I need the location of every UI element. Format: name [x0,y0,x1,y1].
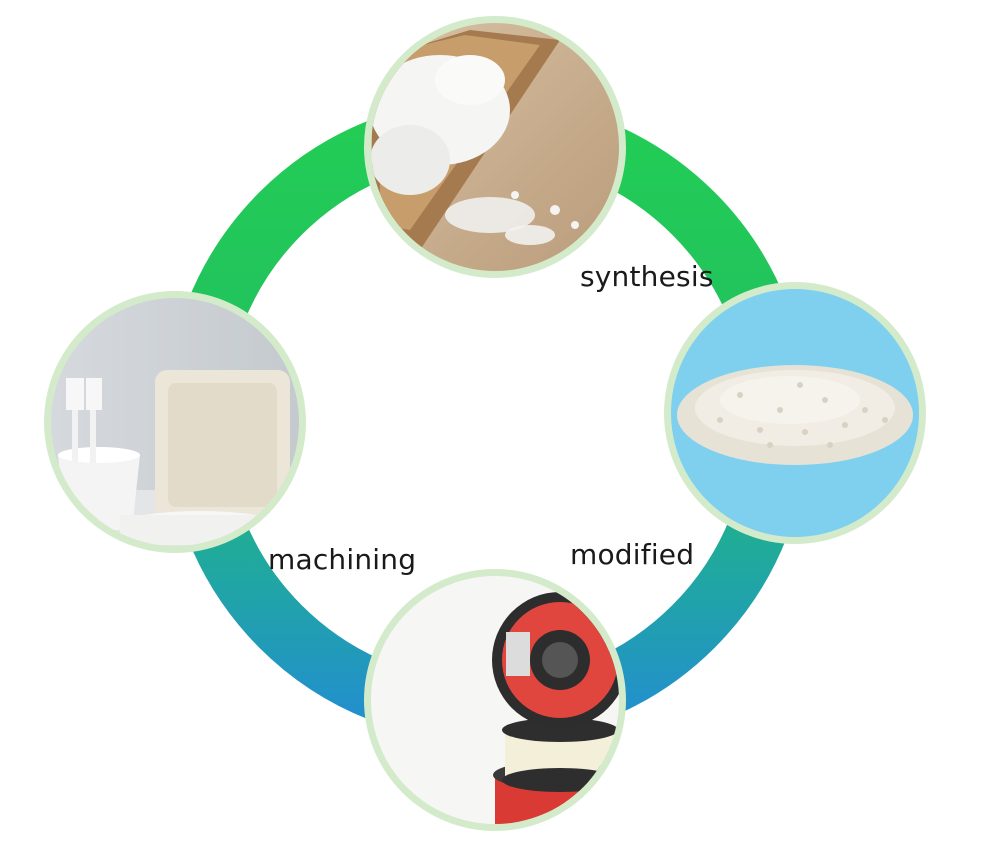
modified-label: modified [570,538,695,571]
machining-label: machining [268,543,417,576]
tableware-plates-cups-forks-icon [51,298,299,546]
products-node [44,291,306,553]
synthesis-label: synthesis [580,260,714,293]
raw-material-node [364,16,626,278]
white-powder-in-wooden-tray-icon [371,23,619,271]
filament-node [364,569,626,831]
pellets-node [664,282,926,544]
white-pellets-on-blue-icon [671,289,919,537]
